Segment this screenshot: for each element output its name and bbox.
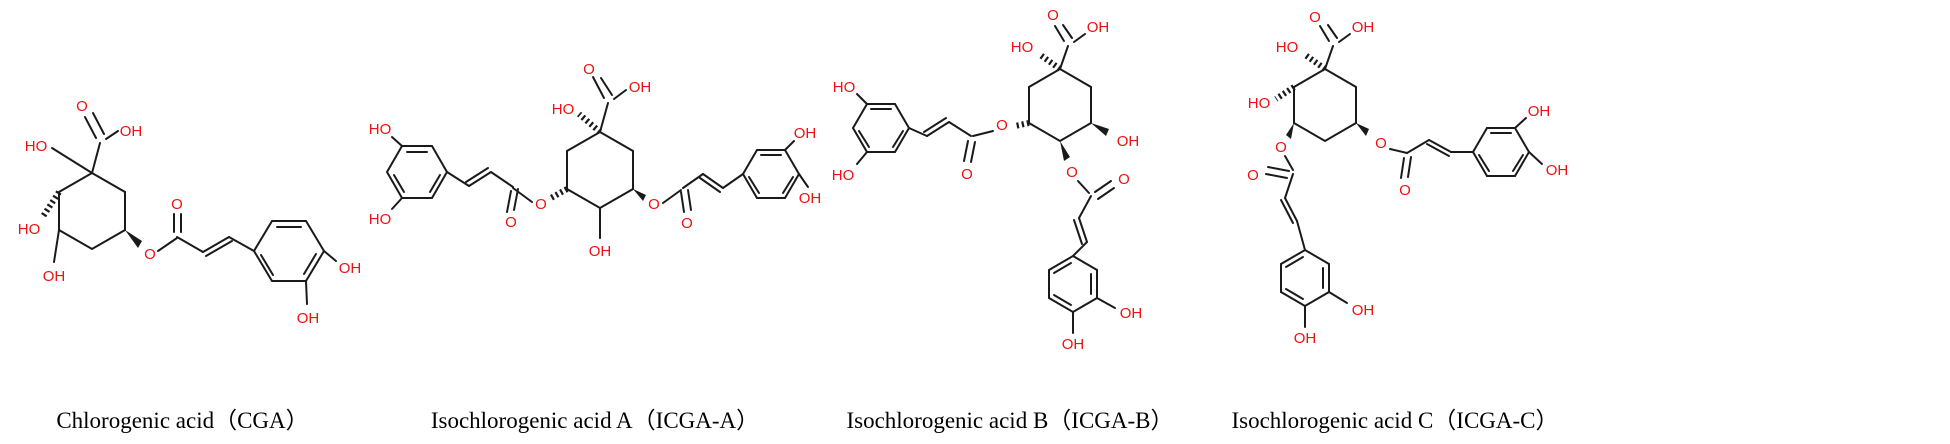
atom-label-oh: OH	[1546, 162, 1569, 179]
atom-label-o: O	[648, 196, 660, 213]
atom-label-o: O	[1118, 171, 1130, 188]
atom-label-ho: HO	[552, 101, 575, 118]
atom-label-ho: HO	[369, 211, 392, 228]
atom-label-oh: OH	[589, 243, 612, 260]
bond-skeleton	[39, 112, 337, 305]
atom-label-o: O	[1309, 9, 1321, 26]
atom-label-ho: HO	[832, 167, 855, 184]
atom-label-oh: OH	[43, 268, 66, 285]
structure-icga-b: O OH HO OH O O OH OH O O HO HO	[832, 7, 1143, 353]
atom-label-o: O	[583, 61, 595, 78]
atom-label-o: O	[1275, 139, 1287, 156]
structure-cga: HO O OH HO OH O O OH OH	[18, 98, 362, 327]
atom-label-oh: OH	[1352, 302, 1375, 319]
atom-label-o: O	[1066, 164, 1078, 181]
atom-label-oh: OH	[1087, 19, 1110, 36]
atom-label-oh: OH	[1062, 336, 1085, 353]
molecule-caption-icga-a: Isochlorogenic acid A（ICGA-A）	[430, 408, 760, 433]
atom-label-o: O	[1399, 182, 1411, 199]
molecule-caption-cga: Chlorogenic acid（CGA）	[56, 408, 309, 433]
atom-label-oh: OH	[1352, 19, 1375, 36]
molecule-caption-icga-b: Isochlorogenic acid B（ICGA-B）	[846, 408, 1174, 433]
atom-label-oh: OH	[1117, 133, 1140, 150]
structure-icga-c: O OH HO HO O O OH OH O O OH OH	[1247, 9, 1568, 347]
atom-label-oh: OH	[297, 310, 320, 327]
atom-labels: HO O OH HO OH O O OH OH	[18, 98, 362, 327]
atom-labels: O OH HO OH O O HO HO O O OH OH	[369, 61, 822, 260]
atom-label-oh: OH	[799, 190, 822, 207]
atom-label-o: O	[535, 196, 547, 213]
atom-label-oh: OH	[1294, 330, 1317, 347]
bond-skeleton	[385, 76, 809, 239]
atom-label-o: O	[1247, 167, 1259, 184]
structure-icga-a: O OH HO OH O O HO HO O O OH OH	[369, 61, 822, 260]
atom-label-oh: OH	[339, 260, 362, 277]
atom-label-ho: HO	[1276, 39, 1299, 56]
atom-label-o: O	[1047, 7, 1059, 24]
atom-label-ho: HO	[1011, 39, 1034, 56]
atom-label-o: O	[505, 214, 517, 231]
molecule-panel-icga-b: O OH HO OH O O OH OH O O HO HO Isochloro…	[825, 0, 1195, 444]
atom-label-oh: OH	[1120, 305, 1143, 322]
atom-label-oh: OH	[1528, 103, 1551, 120]
molecule-panel-cga: HO O OH HO OH O O OH OH Chlorogenic acid…	[0, 0, 365, 444]
atom-label-o: O	[1375, 135, 1387, 152]
atom-label-oh: OH	[629, 79, 652, 96]
atom-labels: O OH HO OH O O OH OH O O HO HO	[832, 7, 1143, 353]
atom-label-o: O	[144, 246, 156, 263]
atom-label-ho: HO	[369, 121, 392, 138]
atom-label-oh: OH	[120, 123, 143, 140]
atom-label-o: O	[681, 215, 693, 232]
molecule-panel-icga-a: O OH HO OH O O HO HO O O OH OH Isochloro…	[365, 0, 825, 444]
bond-skeleton	[1265, 24, 1543, 328]
atom-label-o: O	[961, 166, 973, 183]
molecule-panel-icga-c: O OH HO HO O O OH OH O O OH OH Isochloro…	[1195, 0, 1595, 444]
right-whitespace	[1595, 0, 1950, 444]
atom-label-oh: OH	[794, 125, 817, 142]
atom-label-ho: HO	[833, 79, 856, 96]
atom-label-o: O	[76, 98, 88, 115]
atom-label-ho: HO	[1248, 95, 1271, 112]
atom-label-ho: HO	[18, 221, 41, 238]
atom-label-o: O	[171, 196, 183, 213]
atom-label-ho: HO	[25, 138, 48, 155]
atom-labels: O OH HO HO O O OH OH O O OH OH	[1247, 9, 1568, 347]
molecule-caption-icga-c: Isochlorogenic acid C（ICGA-C）	[1231, 408, 1559, 433]
bond-skeleton	[851, 24, 1116, 334]
atom-label-o: O	[996, 117, 1008, 134]
